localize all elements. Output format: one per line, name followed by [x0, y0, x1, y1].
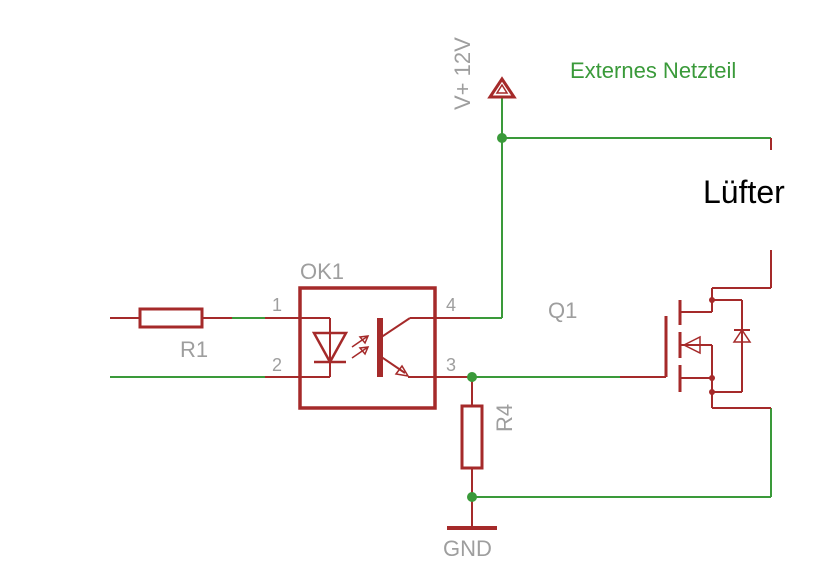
ground-label: GND — [443, 536, 492, 561]
junction-pin3 — [467, 372, 477, 382]
pin-3-label: 3 — [446, 355, 456, 375]
fan-label: Lüfter — [703, 174, 785, 210]
wires — [110, 97, 772, 498]
junction-vplus — [497, 133, 507, 143]
junctions — [467, 133, 507, 502]
light-arrows — [351, 335, 370, 359]
resistor-r4 — [460, 377, 484, 528]
resistor-r1 — [110, 307, 232, 329]
mosfet-name: Q1 — [548, 298, 577, 323]
pin-4-label: 4 — [446, 295, 456, 315]
r4-label: R4 — [492, 404, 517, 432]
pin-2-label: 2 — [272, 355, 282, 375]
led-symbol — [311, 331, 349, 365]
external-supply-label: Externes Netzteil — [570, 58, 736, 83]
mosfet-dots — [709, 297, 715, 395]
supply-label: V+ 12V — [450, 37, 475, 110]
optocoupler-body — [298, 286, 437, 410]
r1-label: R1 — [180, 337, 208, 362]
junction-gnd — [467, 492, 477, 502]
optocoupler-name: OK1 — [300, 259, 344, 284]
phototransistor — [377, 317, 435, 378]
parts — [110, 76, 772, 530]
pin-1-label: 1 — [272, 295, 282, 315]
optocoupler-ok1 — [265, 286, 470, 410]
supply-symbol — [487, 76, 517, 99]
mosfet-q1 — [620, 250, 772, 409]
